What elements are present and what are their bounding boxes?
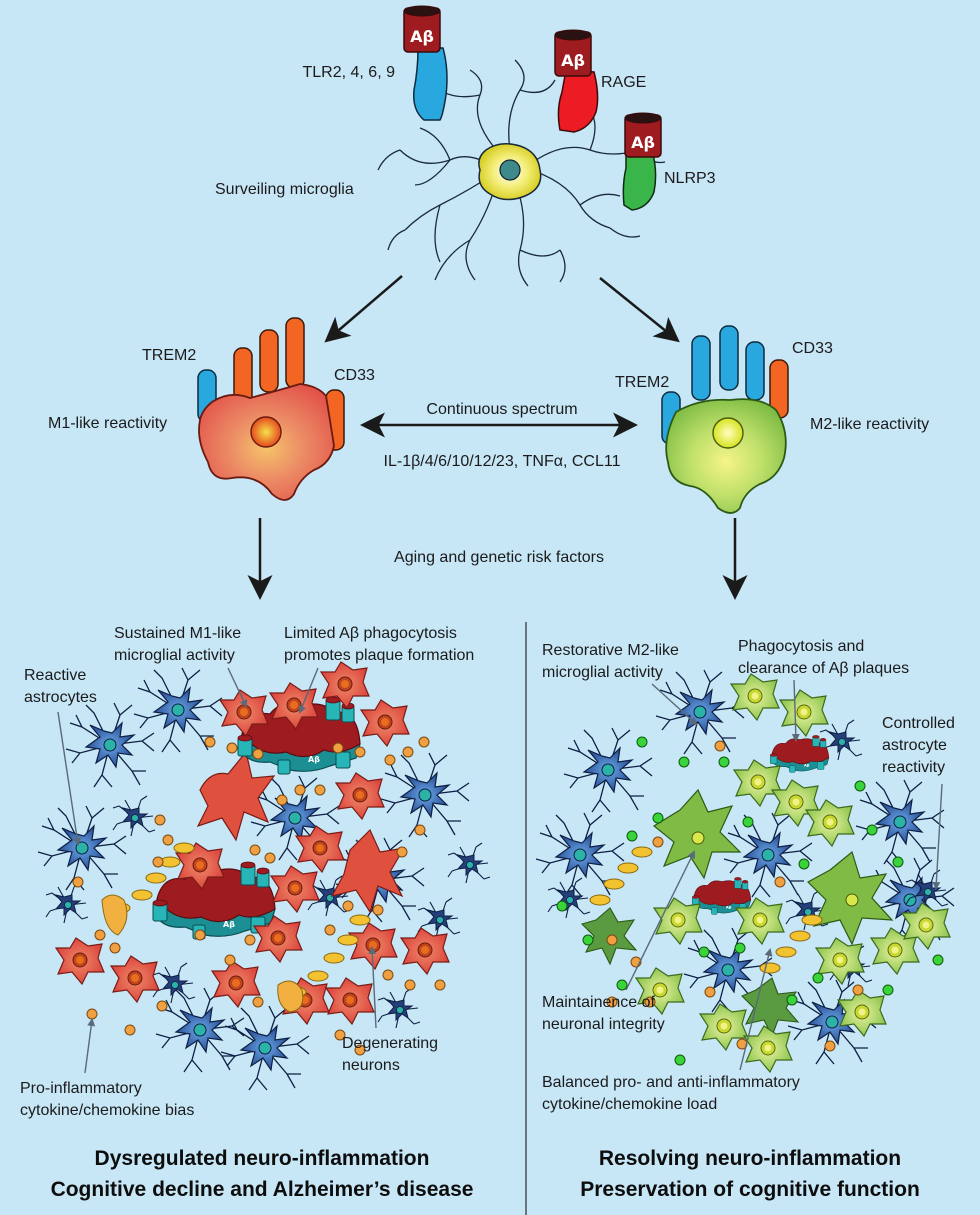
proinf-line1: Pro-inflammatory xyxy=(20,1080,142,1097)
tlr-receptor: Aβ xyxy=(403,5,448,121)
m2-trem2-label: TREM2 xyxy=(615,374,669,391)
m1-label: M1-like reactivity xyxy=(48,415,167,432)
aging-label: Aging and genetic risk factors xyxy=(394,549,604,566)
reactive-line1: Reactive xyxy=(24,667,86,684)
rage-label: RAGE xyxy=(601,74,646,91)
degenerating-line2: neurons xyxy=(342,1057,400,1074)
ab-label-nlrp3: Aβ xyxy=(631,133,655,152)
limited-line1: Limited Aβ phagocytosis xyxy=(284,625,457,642)
controlled-line3: reactivity xyxy=(882,759,945,776)
balanced-line2: cytokine/chemokine load xyxy=(542,1096,717,1113)
restorative-line2: microglial activity xyxy=(542,664,663,681)
arrow-to-m1 xyxy=(324,275,403,343)
right-cluster xyxy=(535,669,955,1073)
restorative-line1: Restorative M2-like xyxy=(542,642,679,659)
spectrum-label: Continuous spectrum xyxy=(426,401,577,418)
m2-microglia xyxy=(661,325,789,514)
maint-line2: neuronal integrity xyxy=(542,1016,665,1033)
limited-line2: promotes plaque formation xyxy=(284,647,474,664)
sustained-line2: microglial activity xyxy=(114,647,235,664)
ab-label-rage: Aβ xyxy=(561,51,585,70)
left-title-line2: Cognitive decline and Alzheimer’s diseas… xyxy=(51,1178,474,1201)
controlled-line2: astrocyte xyxy=(882,737,947,754)
m2-cd33-label: CD33 xyxy=(792,340,833,357)
arrow-to-m2 xyxy=(599,277,680,343)
nlrp3-label: NLRP3 xyxy=(664,170,716,187)
cytokines-label: IL-1β/4/6/10/12/23, TNFα, CCL11 xyxy=(384,453,621,470)
left-title-line1: Dysregulated neuro-inflammation xyxy=(95,1147,430,1170)
proinf-line2: cytokine/chemokine bias xyxy=(20,1102,194,1119)
left-callouts xyxy=(57,667,377,1074)
m1-trem2-label: TREM2 xyxy=(142,347,196,364)
surveiling-microglia-label: Surveiling microglia xyxy=(215,181,354,198)
m1-cd33-label: CD33 xyxy=(334,367,375,384)
surveilling-microglia xyxy=(377,59,666,287)
maint-line1: Maintainence of xyxy=(542,994,656,1011)
degenerating-line1: Degenerating xyxy=(342,1035,438,1052)
tlr-label: TLR2, 4, 6, 9 xyxy=(303,64,396,81)
controlled-line1: Controlled xyxy=(882,715,955,732)
m2-label: M2-like reactivity xyxy=(810,416,929,433)
balanced-line1: Balanced pro- and anti-inflammatory xyxy=(542,1074,800,1091)
sustained-line1: Sustained M1-like xyxy=(114,625,241,642)
right-callouts xyxy=(625,679,943,1071)
right-title-line2: Preservation of cognitive function xyxy=(580,1178,920,1201)
rage-receptor: Aβ xyxy=(554,29,599,133)
left-cluster xyxy=(37,661,491,1091)
m1-microglia xyxy=(197,317,345,501)
right-title-line1: Resolving neuro-inflammation xyxy=(599,1147,901,1170)
ab-label-tlr: Aβ xyxy=(410,27,434,46)
reactive-line2: astrocytes xyxy=(24,689,97,706)
nlrp3-receptor: Aβ xyxy=(622,112,662,211)
phago-line1: Phagocytosis and xyxy=(738,638,864,655)
phago-line2: clearance of Aβ plaques xyxy=(738,660,909,677)
